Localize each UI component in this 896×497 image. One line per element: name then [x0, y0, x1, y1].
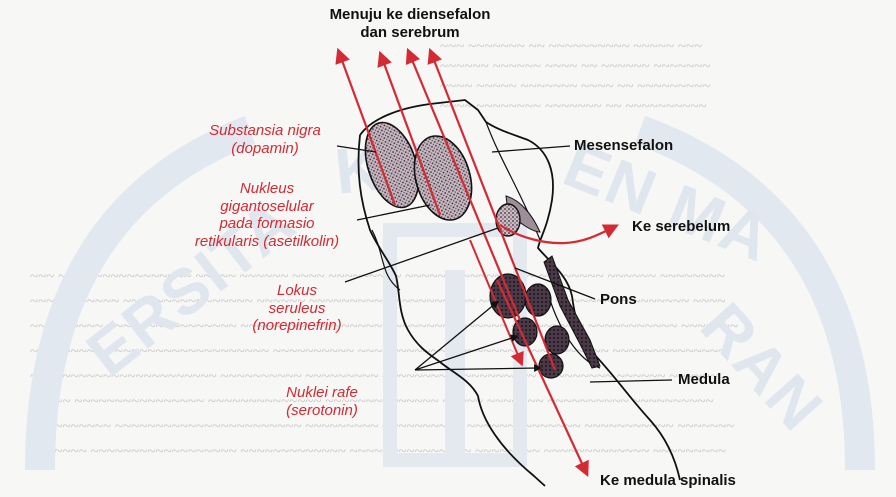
label-nukleus-gigantoselular: Nukleus gigantoselular pada formasio ret…	[176, 180, 358, 251]
nukleus-gigantoselular	[405, 129, 481, 227]
label-pons: Pons	[600, 291, 637, 309]
leader-mesensefalon	[492, 146, 570, 152]
rafe-nucleus-2	[525, 284, 551, 316]
label-lokus-seruleus: Lokus seruleus (norepinefrin)	[232, 282, 362, 335]
label-ke-serebelum: Ke serebelum	[632, 218, 730, 236]
top-label-line2: dan serebrum	[360, 24, 459, 41]
top-label-line1: Menuju ke diensefalon	[330, 6, 491, 23]
leader-medula	[590, 380, 672, 382]
leader-rafe-2	[415, 337, 515, 370]
leader-rafe-1	[415, 303, 496, 370]
label-nukleus-line2: gigantoselular	[220, 198, 313, 215]
label-nukleus-line1: Nukleus	[240, 180, 294, 197]
label-rafe-line2: (serotonin)	[286, 402, 358, 419]
label-nuklei-rafe: Nuklei rafe (serotonin)	[262, 384, 382, 419]
label-medula: Medula	[678, 371, 730, 389]
label-ke-medula-spinalis: Ke medula spinalis	[600, 472, 736, 490]
label-lokus-line2: seruleus	[269, 300, 326, 317]
lokus-seruleus-nucleus	[496, 204, 520, 236]
label-substansia-nigra: Substansia nigra (dopamin)	[190, 122, 340, 157]
label-nukleus-line3: pada formasio	[219, 215, 314, 232]
label-lokus-line1: Lokus	[277, 282, 317, 299]
label-nukleus-line4: retikularis (asetilkolin)	[195, 233, 339, 250]
label-substansia-line1: Substansia nigra	[209, 122, 321, 139]
rafe-nucleus-4	[545, 326, 569, 354]
label-rafe-line1: Nuklei rafe	[286, 384, 358, 401]
label-lokus-line3: (norepinefrin)	[252, 317, 341, 334]
top-label: Menuju ke diensefalon dan serebrum	[290, 6, 530, 41]
label-substansia-line2: (dopamin)	[231, 140, 299, 157]
leader-rafe-3	[415, 368, 538, 370]
label-mesensefalon: Mesensefalon	[574, 137, 673, 155]
leader-lokus	[345, 228, 498, 282]
leader-nukleus	[357, 205, 430, 220]
